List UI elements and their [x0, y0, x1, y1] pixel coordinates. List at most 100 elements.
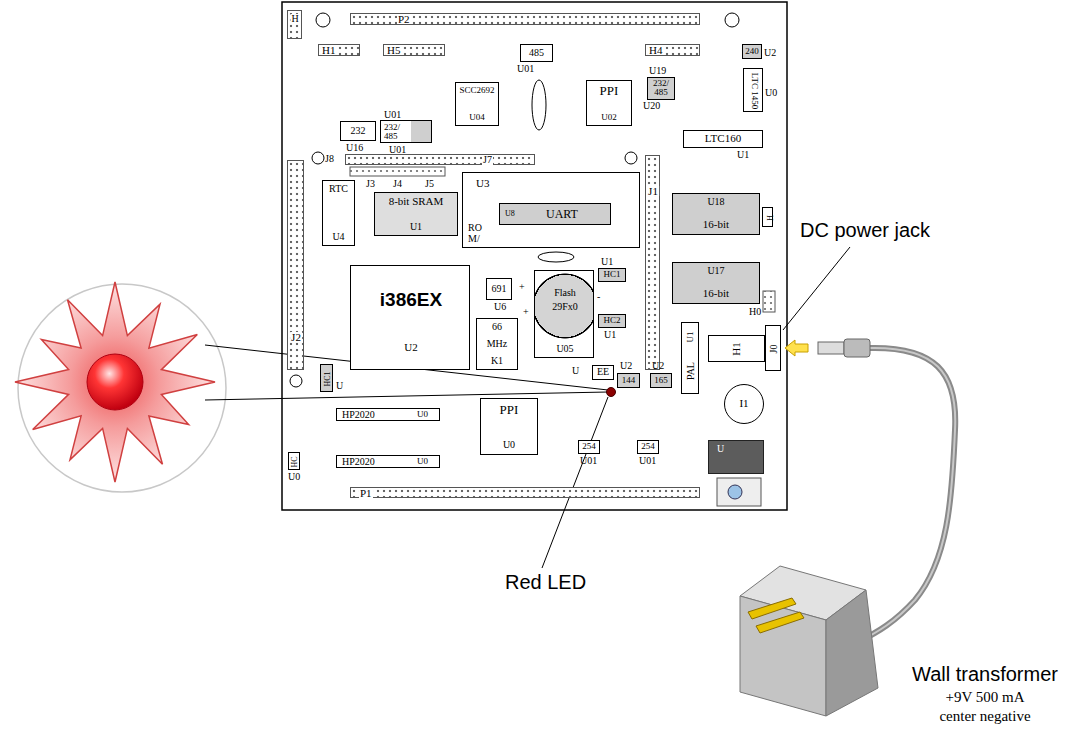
- plug-arrow: [785, 340, 808, 356]
- ic-chip: HC1: [320, 364, 333, 392]
- designator-label: U20: [643, 101, 660, 112]
- button-housing: [717, 478, 761, 506]
- component-circle: I1: [724, 384, 764, 424]
- ic-chip: 254: [637, 440, 659, 454]
- part-label: I1: [739, 398, 748, 410]
- callout-label: DC power jack: [800, 220, 930, 241]
- part-label: SCC2692: [459, 86, 494, 95]
- part-label: U17: [707, 266, 724, 277]
- part-label: HP2020: [342, 457, 375, 468]
- reset-button: [728, 485, 742, 499]
- power-cable-highlight: [858, 348, 955, 642]
- designator-label: U1: [737, 150, 749, 161]
- designator-label: J4: [393, 179, 402, 190]
- part-label: U18: [707, 197, 724, 208]
- mounting-hole: [625, 152, 637, 164]
- designator-label: U0: [288, 472, 300, 483]
- part-label: U02: [601, 113, 617, 122]
- part-label: HC1: [603, 270, 620, 279]
- part-label: 232: [351, 126, 366, 137]
- part-label: 29Fx0: [552, 302, 578, 313]
- transformer-front: [740, 596, 826, 716]
- part-label: 485: [529, 48, 544, 59]
- ic-chip: RTCU4: [322, 180, 355, 246]
- crystal-box: 66MHzK1: [476, 318, 518, 370]
- part-label: 254: [582, 442, 596, 451]
- callout-label: center negative: [939, 709, 1030, 725]
- part-label: PPI: [600, 84, 619, 98]
- part-label: RTC: [329, 184, 348, 195]
- pin-header: H5: [383, 44, 445, 56]
- light-burst: [15, 282, 215, 482]
- part-label: Flash: [554, 288, 576, 299]
- part-label: 691: [492, 284, 507, 295]
- part-label: MHz: [487, 339, 508, 350]
- pin-header: [763, 291, 775, 312]
- red-led: [607, 388, 616, 397]
- part-label: U05: [556, 344, 573, 355]
- header-label: P2: [397, 14, 411, 24]
- ic-chip: 254: [578, 440, 600, 454]
- part-label: i386EX: [380, 290, 442, 310]
- plug-prong: [756, 612, 804, 633]
- ic-chip: LTC 1450: [743, 68, 763, 112]
- crystal-oval: [538, 252, 574, 262]
- part-label: HC1: [323, 371, 331, 386]
- pin-header: H4: [645, 44, 700, 56]
- designator-label: U: [572, 366, 579, 377]
- designator-label: U1: [601, 257, 613, 268]
- jumper-header: H: [762, 207, 773, 227]
- part-label: 232/ 485: [650, 79, 672, 98]
- designator-label: U01: [639, 456, 656, 467]
- magnifier-line: [205, 392, 608, 400]
- part-label: U0: [503, 440, 515, 451]
- rom-socket: U8UARTU3RO M/: [462, 172, 640, 248]
- ic-chip: U18 16-bit: [672, 193, 760, 235]
- pin-header: H1: [318, 44, 360, 56]
- mounting-hole: [725, 13, 739, 27]
- pin-header: P2: [350, 13, 700, 25]
- memory-chip: 8-bit SRAMU1: [374, 192, 458, 236]
- header-label: J7: [482, 155, 493, 165]
- designator-label: U0: [765, 88, 777, 99]
- part-label: H1: [731, 342, 743, 355]
- part-label: H: [764, 215, 772, 221]
- mounting-hole: [290, 375, 302, 387]
- power-cable: [858, 348, 955, 642]
- part-label: RO M/: [468, 223, 482, 244]
- dc-jack-body: H1: [708, 335, 765, 362]
- header-label: H5: [386, 45, 401, 55]
- callout-label: +9V 500 mA: [945, 690, 1024, 706]
- ic-chip: 144: [617, 373, 640, 388]
- cpu-chip: i386EXU2: [350, 265, 470, 370]
- part-label: J0: [769, 345, 780, 354]
- header-label: H: [290, 14, 299, 24]
- plug-body: [844, 339, 870, 357]
- designator-label: U2: [652, 361, 664, 372]
- designator-label: U16: [346, 143, 363, 154]
- part-label: UART: [546, 208, 578, 221]
- callout-label: Wall transformer: [912, 664, 1058, 685]
- ic-chip: 240: [742, 44, 762, 59]
- part-label: 144: [622, 376, 636, 385]
- part-label: U: [717, 444, 724, 455]
- plug-tip: [818, 342, 844, 354]
- ic-chip: HC2: [598, 314, 626, 328]
- part-label: 16-bit: [703, 219, 729, 231]
- designator-label: U19: [649, 66, 666, 77]
- designator-label: U01: [384, 110, 401, 121]
- led-glow: [87, 354, 143, 410]
- mounting-hole: [312, 152, 324, 164]
- part-label: HC: [291, 456, 299, 467]
- header-label: J1: [647, 186, 659, 196]
- header-label: J2: [290, 332, 302, 342]
- designator-label: H0: [749, 307, 761, 318]
- switch-component: U: [708, 440, 764, 474]
- leader-line: [783, 247, 850, 330]
- part-label: 240: [745, 47, 759, 56]
- ic-chip: 165: [650, 373, 672, 388]
- designator-label: J5: [425, 179, 434, 190]
- ic-chip: 691: [486, 278, 512, 300]
- header-label: H1: [321, 45, 336, 55]
